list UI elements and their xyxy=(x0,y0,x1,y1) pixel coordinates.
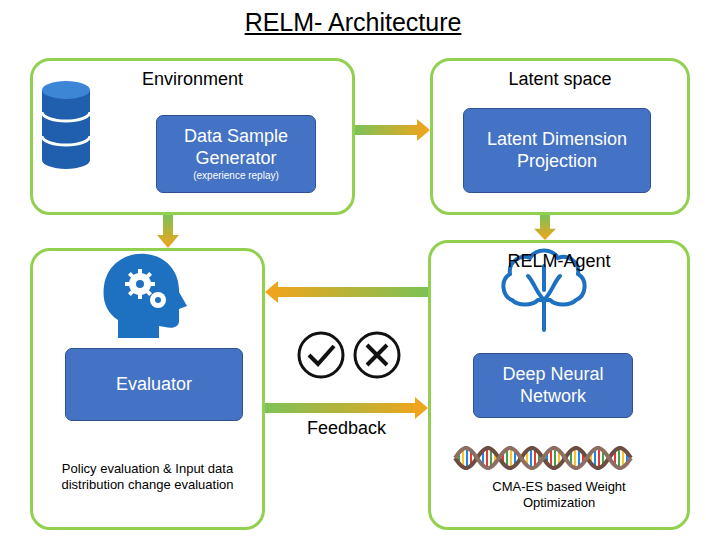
block-arrow xyxy=(265,397,428,419)
box-label: Latent Dimension Projection xyxy=(472,129,642,172)
group-box: EnvironmentData Sample Generator(experie… xyxy=(30,58,355,215)
dna-strand xyxy=(455,448,631,468)
check-cross-symbols xyxy=(299,333,399,377)
gear-tooth xyxy=(129,273,133,277)
group-box: Policy evaluation & Input data distribut… xyxy=(30,248,265,530)
group-box: Latent spaceLatent Dimension Projection xyxy=(430,58,690,215)
box-label: (experience replay) xyxy=(193,170,279,182)
head-gears-icon xyxy=(104,254,187,338)
gear-tooth xyxy=(138,294,142,299)
group-heading: RELM-Agent xyxy=(437,251,681,272)
box-label: Data Sample Generator xyxy=(165,126,307,169)
process-box: Deep Neural Network xyxy=(473,353,633,418)
group-box: RELM-AgentCMA-ES based Weight Optimizati… xyxy=(428,240,690,530)
gear-tooth xyxy=(147,273,151,277)
dna-rung xyxy=(486,448,488,468)
gear-tooth xyxy=(129,291,133,295)
database-icon xyxy=(42,81,90,169)
dna-strand xyxy=(455,448,631,468)
box-label: Deep Neural Network xyxy=(482,364,624,407)
gear-tooth xyxy=(125,282,130,286)
dna-rung xyxy=(574,448,576,468)
block-arrow xyxy=(265,281,428,303)
dna-rung xyxy=(466,448,468,468)
box-label: Evaluator xyxy=(116,374,192,396)
group-heading: Environment xyxy=(39,69,346,90)
process-box: Data Sample Generator(experience replay) xyxy=(156,115,316,193)
gear-tooth xyxy=(138,269,142,274)
process-box: Latent Dimension Projection xyxy=(463,108,651,193)
edge-label: Feedback xyxy=(304,418,389,439)
group-note: CMA-ES based Weight Optimization xyxy=(471,479,647,512)
process-box: Evaluator xyxy=(65,348,243,421)
block-arrow xyxy=(355,119,430,141)
dna-icon xyxy=(455,448,631,468)
block-arrow xyxy=(534,215,556,240)
group-heading: Latent space xyxy=(439,69,681,90)
dna-rung xyxy=(598,448,600,468)
dna-rung xyxy=(554,448,556,468)
dna-rung xyxy=(618,448,620,468)
dna-rung xyxy=(510,448,512,468)
group-note: Policy evaluation & Input data distribut… xyxy=(39,461,256,494)
gear-tooth xyxy=(147,291,151,295)
diagram-title: RELM- Architecture xyxy=(0,8,706,37)
dna-rung xyxy=(530,448,532,468)
gear-tooth xyxy=(150,282,155,286)
block-arrow xyxy=(157,215,179,248)
